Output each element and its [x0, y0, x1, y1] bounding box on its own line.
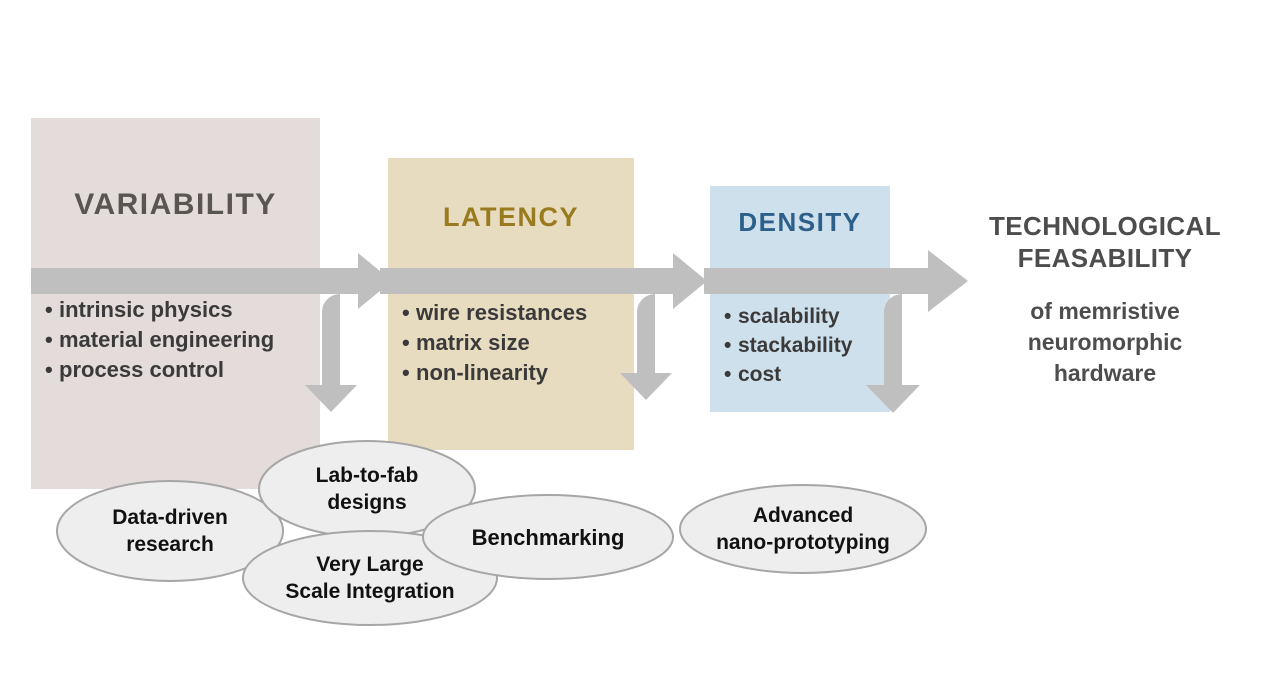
outcome-subtitle: of memristive neuromorphic hardware	[950, 296, 1260, 389]
pillar-title-density: DENSITY	[738, 207, 862, 237]
outcome-title-line1: TECHNOLOGICAL	[989, 211, 1221, 241]
bubble-advanced-nano-prototyping[interactable]	[679, 484, 927, 574]
outcome-block: TECHNOLOGICAL FEASABILITY of memristive …	[950, 210, 1260, 389]
outcome-sub-line3: hardware	[1053, 360, 1157, 386]
pillar-title-variability: VARIABILITY	[74, 188, 277, 221]
outcome-sub-line2: neuromorphic	[1027, 329, 1183, 355]
outcome-sub-line1: of memristive	[1030, 298, 1180, 324]
outcome-title-line2: FEASABILITY	[1017, 243, 1193, 273]
outcome-title: TECHNOLOGICAL FEASABILITY	[950, 210, 1260, 274]
bubble-benchmarking[interactable]	[422, 494, 674, 580]
bubble-data-driven-research[interactable]	[56, 480, 284, 582]
pillar-title-latency: LATENCY	[443, 202, 579, 232]
